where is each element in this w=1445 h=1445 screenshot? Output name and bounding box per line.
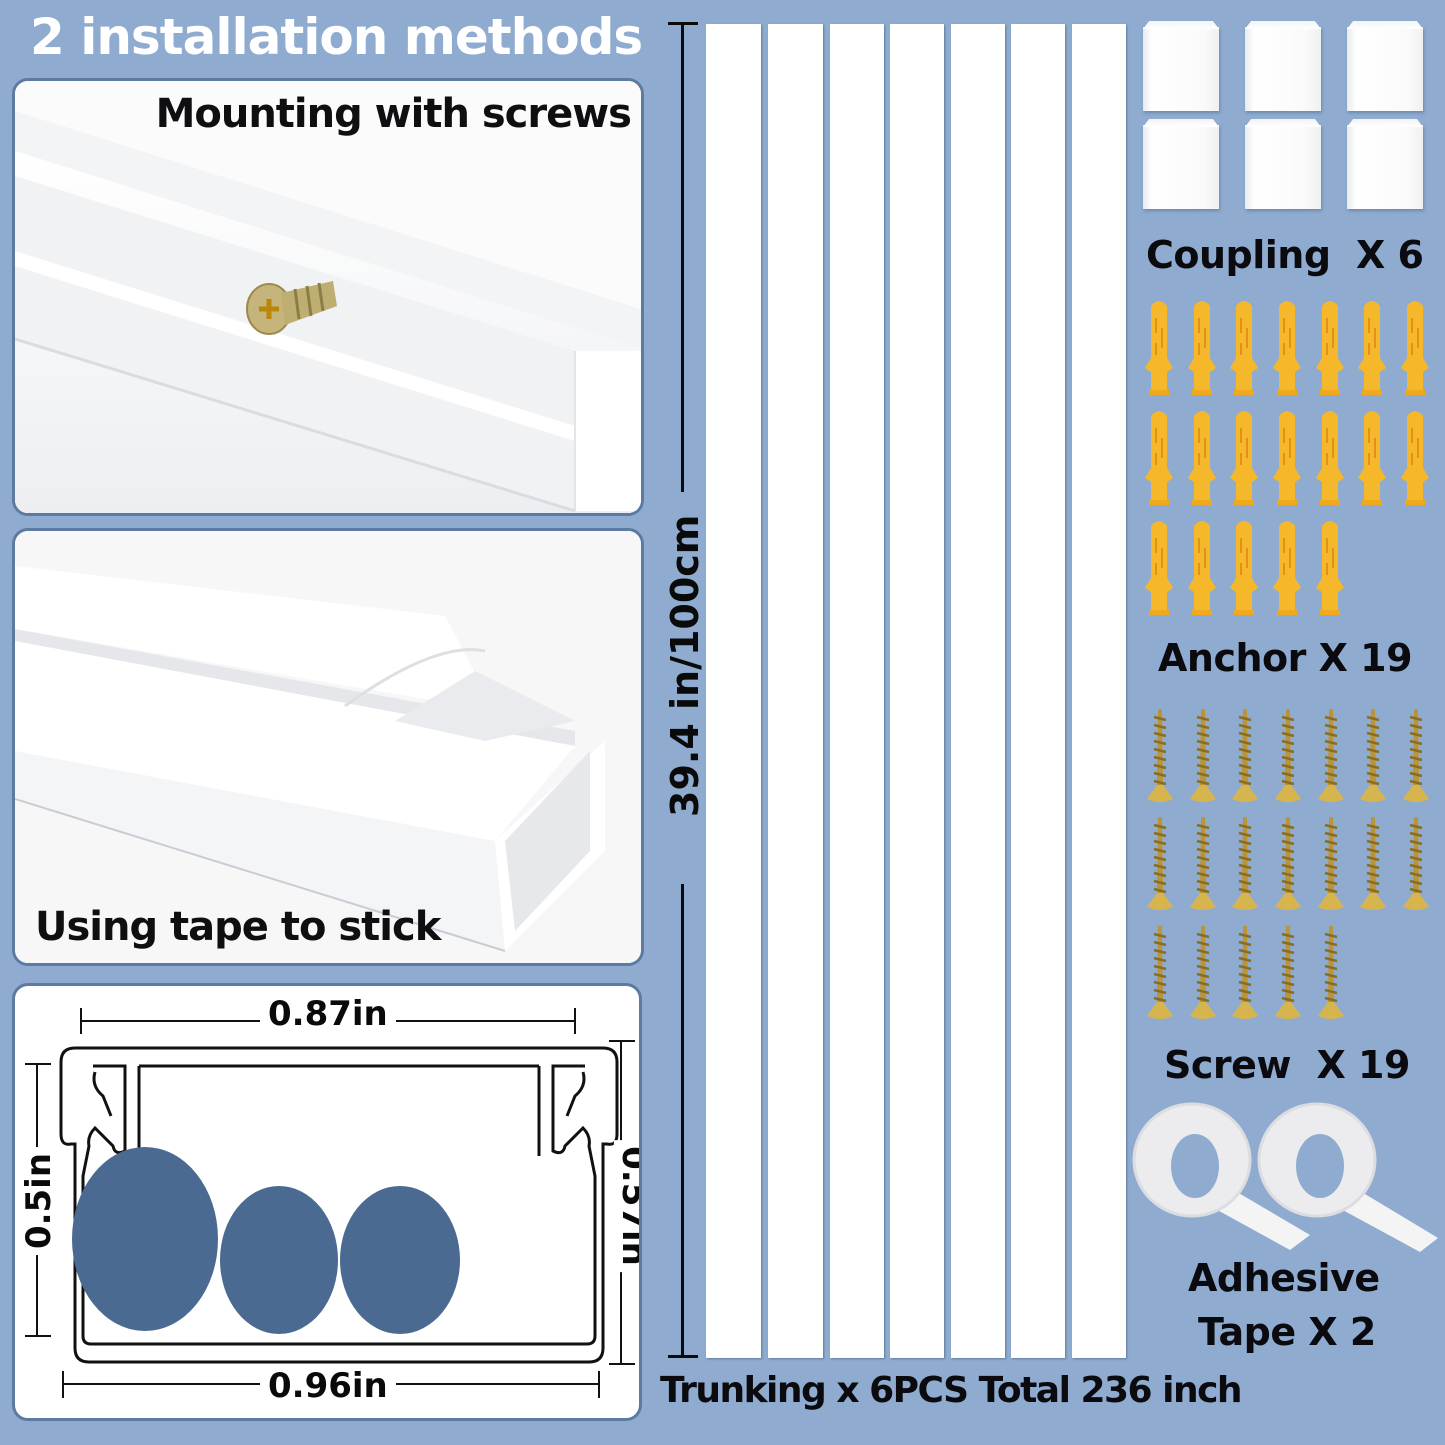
screw-label: Screw X 19: [1164, 1043, 1410, 1087]
dim-left-height: 0.5in: [19, 1146, 60, 1256]
tape-roll-icon: [1132, 1102, 1310, 1250]
trunking-strip: [951, 24, 1005, 1358]
coupling-icon: [1347, 125, 1423, 209]
panel-label-screws: Mounting with screws: [155, 91, 632, 137]
trunking-strip: [890, 24, 944, 1358]
dim-top-width: 0.87in: [260, 994, 396, 1034]
tape-label-line1: Adhesive: [1188, 1256, 1380, 1300]
screw-icon: [246, 281, 337, 335]
dim-bottom-width: 0.96in: [260, 1366, 396, 1406]
coupling-icon: [1245, 125, 1321, 209]
panel-cross-section: 0.87in 0.96in 0.5in 0.57in: [12, 983, 642, 1421]
page-title: 2 installation methods: [30, 8, 643, 66]
coupling-icon: [1143, 27, 1219, 111]
coupling-icon: [1347, 27, 1423, 111]
tape-label-line2: Tape X 2: [1198, 1310, 1376, 1354]
dim-right-height: 0.57in: [613, 1140, 639, 1272]
screw-group: [1145, 707, 1431, 1021]
cable-medium-2: [340, 1186, 460, 1334]
length-dimension-line: [668, 22, 698, 1358]
coupling-label: Coupling X 6: [1146, 233, 1424, 277]
cable-large: [72, 1147, 218, 1331]
anchor-group: [1144, 300, 1430, 616]
coupling-icon: [1143, 125, 1219, 209]
anchor-icon: [1144, 300, 1430, 616]
trunking-strip: [1011, 24, 1065, 1358]
cross-section-diagram: [25, 1008, 635, 1398]
trunking-strip: [768, 24, 823, 1358]
trunking-screw-illustration: [15, 81, 641, 513]
tape-group: [1132, 1102, 1438, 1252]
panel-mounting-screws: Mounting with screws: [12, 78, 644, 516]
trunking-tape-illustration: [15, 531, 641, 963]
tape-roll-icon: [1257, 1102, 1438, 1252]
coupling-icon: [1245, 27, 1321, 111]
trunking-length-label: 39.4 in/100cm: [663, 514, 707, 817]
trunking-strip: [1072, 24, 1126, 1358]
trunking-caption: Trunking x 6PCS Total 236 inch: [660, 1370, 1243, 1411]
trunking-strip: [830, 24, 884, 1358]
screw-icon: [1145, 707, 1431, 1021]
cable-medium: [220, 1186, 338, 1334]
panel-label-tape: Using tape to stick: [35, 904, 441, 950]
trunking-strip: [706, 24, 761, 1358]
anchor-label: Anchor X 19: [1158, 636, 1413, 680]
panel-tape-stick: Using tape to stick: [12, 528, 644, 966]
